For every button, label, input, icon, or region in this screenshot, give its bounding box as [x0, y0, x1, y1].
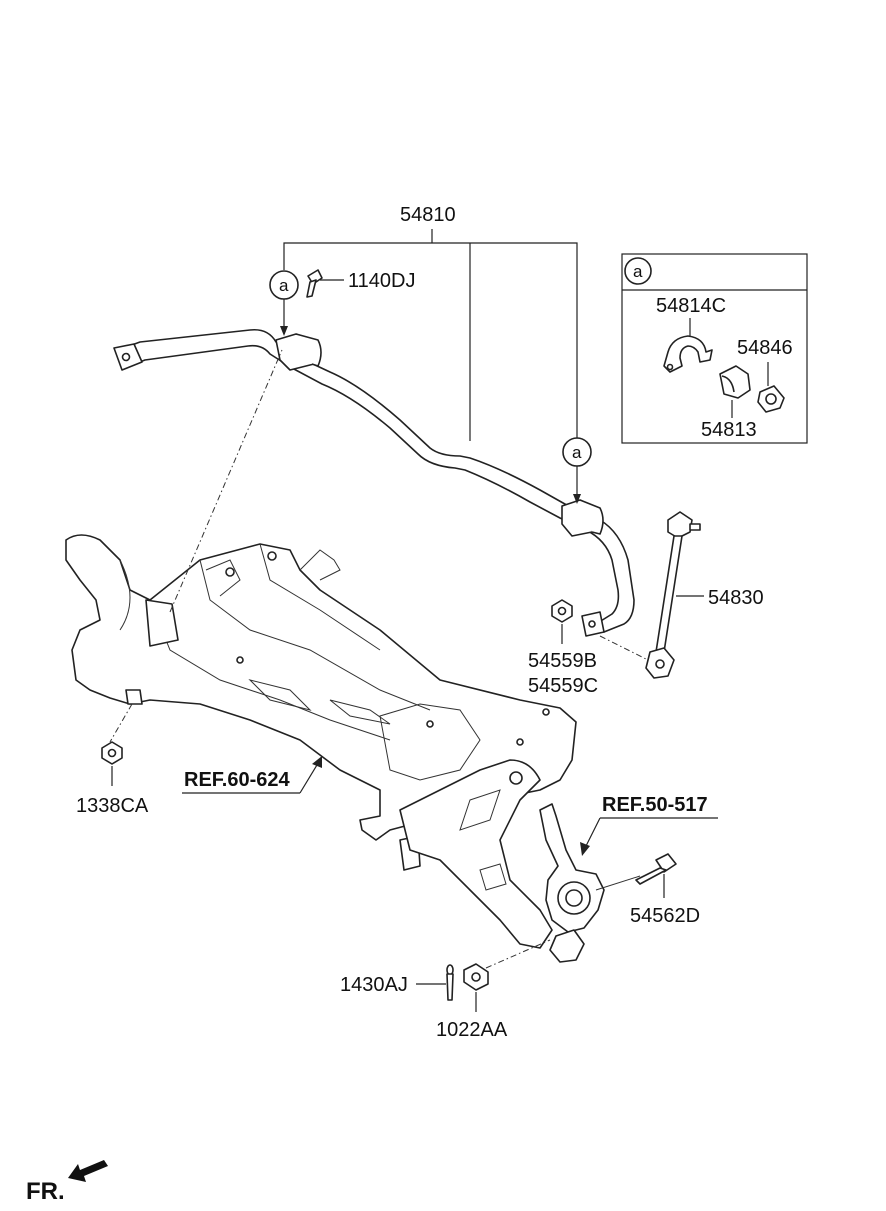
- ref-50-517: REF.50-517: [602, 794, 708, 816]
- ref-60-624: REF.60-624: [184, 769, 290, 791]
- lower-arm-knuckle: [399, 759, 641, 963]
- label-1022aa: 1022AA: [436, 1019, 508, 1041]
- bushing-inset-box: a 54814C 54846 54813: [621, 253, 808, 444]
- castle-nut: 1022AA: [436, 939, 551, 1041]
- label-54814c: 54814C: [656, 295, 726, 317]
- label-54813: 54813: [701, 419, 757, 441]
- front-direction-indicator: FR.: [26, 1160, 108, 1205]
- callout-marker-a-top: a: [269, 270, 299, 336]
- label-54562d: 54562D: [630, 905, 700, 927]
- label-54810: 54810: [400, 204, 456, 226]
- label-1140dj: 1140DJ: [348, 270, 415, 292]
- fr-label: FR.: [26, 1178, 65, 1205]
- label-54830: 54830: [708, 587, 764, 609]
- front-arrow-icon: [68, 1160, 108, 1182]
- label-1430aj: 1430AJ: [340, 974, 408, 996]
- pinch-bolt: 54562D: [630, 853, 700, 927]
- ref-subframe: REF.60-624: [182, 756, 322, 794]
- subframe: [65, 349, 577, 871]
- label-54846: 54846: [737, 337, 793, 359]
- label-1338ca: 1338CA: [76, 795, 149, 817]
- bolt-1140dj: 1140DJ: [306, 269, 415, 298]
- stabilizer-bar-leaders: [283, 229, 578, 441]
- split-pin: 1430AJ: [340, 964, 454, 1001]
- inset-callout-text: a: [633, 262, 643, 281]
- subframe-nut: 1338CA: [76, 703, 149, 817]
- callout-marker-a-middle: a: [562, 437, 592, 504]
- callout-a-mid-text: a: [572, 443, 582, 462]
- label-54559b: 54559B: [528, 650, 597, 672]
- label-54559c: 54559C: [528, 675, 598, 697]
- ref-knuckle: REF.50-517: [580, 794, 718, 856]
- stabilizer-link: 54830: [599, 511, 764, 679]
- stabilizer-bar: [113, 328, 635, 637]
- callout-a-top-text: a: [279, 276, 289, 295]
- link-nut: 54559B 54559C: [528, 599, 598, 697]
